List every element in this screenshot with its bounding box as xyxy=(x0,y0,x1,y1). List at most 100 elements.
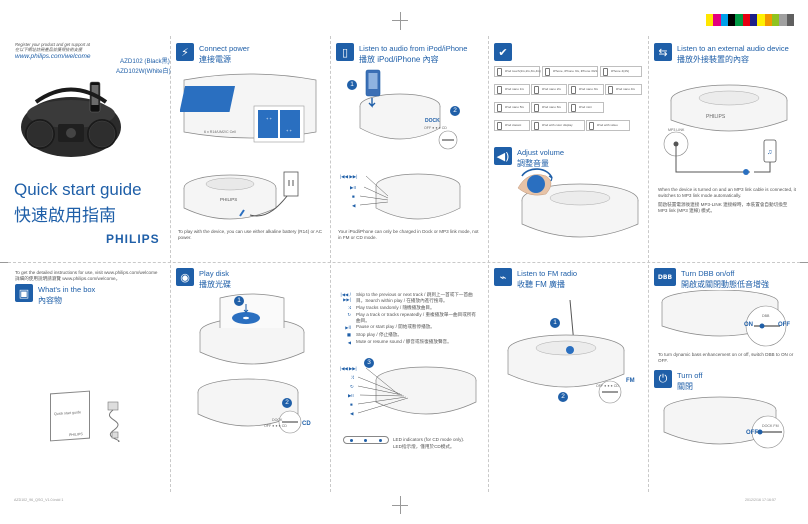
crop-mark xyxy=(400,12,401,30)
section-title-en: Turn off xyxy=(677,371,703,380)
section-title-zh: 播放 iPod/iPhone 內容 xyxy=(359,55,439,64)
section-compatible: ✔ xyxy=(494,43,512,61)
disk-controls-image: |◀◀ ▶▶| ⤨ ↻ ▶II ■ ◀ xyxy=(340,366,477,416)
compatible-model: iPod with color display xyxy=(531,120,585,131)
step-number-2: 2 xyxy=(558,392,568,402)
checkmark-icon: ✔ xyxy=(494,43,512,61)
compatible-grid: iPod touch(1G,2G,3G,4G) iPhone, iPhone 3… xyxy=(494,66,642,134)
dbb-badge: DBB xyxy=(654,268,676,286)
step-number-1: 1 xyxy=(347,80,357,90)
turn-off-label: OFF xyxy=(746,430,758,436)
section-title-zh: 收聽 FM 廣播 xyxy=(517,280,565,289)
link-icon: ⇆ xyxy=(654,43,672,61)
ipod-icon: ▯ xyxy=(336,43,354,61)
section-title-zh: 播放外接裝置的內容 xyxy=(677,55,749,64)
svg-text:■: ■ xyxy=(352,194,355,199)
compatible-model: iPod with video xyxy=(586,120,630,131)
step-number-1: 1 xyxy=(234,296,244,306)
control-row: ⤨ Play tracks randomly / 隨機播放曲目。 xyxy=(335,304,485,312)
svg-text:◀: ◀ xyxy=(350,411,354,416)
svg-text:⤨: ⤨ xyxy=(350,375,354,380)
play-pause-icon: ▶II xyxy=(345,324,351,330)
compatible-model: iPod nano 2G xyxy=(531,84,567,95)
cover-title-en: Quick start guide xyxy=(14,180,142,199)
section-in-the-box: ▣ What's in the box 內容物 xyxy=(15,284,95,306)
fold-line xyxy=(170,36,171,492)
model-white: AZD102W(White白) xyxy=(116,68,171,75)
section-adjust-volume: ◀) Adjust volume 調整音量 xyxy=(494,147,564,169)
section-title-en: Listen to FM radio xyxy=(517,269,578,278)
compatible-model: iPod touch(1G,2G,3G,4G) xyxy=(494,66,541,77)
led-note-zh: LED指示燈，僅用於CD模式。 xyxy=(393,444,455,449)
mp3-link-label: MP3 LINK xyxy=(668,128,685,132)
qsg-booklet: Quick start guide PHILIPS xyxy=(50,390,90,442)
fm-radio-image xyxy=(507,299,625,404)
svg-text:|◀◀ ▶▶|: |◀◀ ▶▶| xyxy=(340,174,357,179)
register-text-en: Register your product and get support at xyxy=(15,42,90,47)
svg-text:↻: ↻ xyxy=(350,384,354,389)
svg-text:+ +: + + xyxy=(286,128,292,133)
volume-knob-image xyxy=(517,168,639,238)
section-dbb: DBB Turn DBB on/off 開啟或關閉動態低音增強 xyxy=(654,268,769,290)
step-number-2: 2 xyxy=(450,106,460,116)
dock-label: DOCK xyxy=(272,418,283,422)
section-title-en: Listen to an external audio device xyxy=(677,44,789,53)
section-listen-ipod: ▯ Listen to audio from iPod/iPhone 播放 iP… xyxy=(336,43,467,65)
fold-line xyxy=(8,262,800,263)
box-icon: ▣ xyxy=(15,284,33,302)
section-title-zh: 播放光碟 xyxy=(199,280,231,289)
compatible-model: iPod mini xyxy=(568,102,604,113)
power-note: To play with the device, you can use eit… xyxy=(178,229,323,240)
product-image xyxy=(21,81,121,157)
external-device-image: PHILIPS ♫ xyxy=(663,84,788,175)
control-text: Play tracks randomly / 隨機播放曲目。 xyxy=(356,304,435,310)
register-text-zh: 在以下網址註冊產品並獲得技術支援 xyxy=(15,47,83,52)
footer-right: 2012/2/16 17:16:57 xyxy=(745,498,776,502)
external-note-zh: 開啟裝置電源後連接 MP3-LINK 連接線時，本裝置會自動切換至 MP3 li… xyxy=(658,202,788,213)
control-text: Play a track or tracks repeatedly / 重複播放… xyxy=(356,311,476,323)
svg-text:|◀◀ ▶▶|: |◀◀ ▶▶| xyxy=(340,366,357,371)
svg-text:▶II: ▶II xyxy=(348,393,354,398)
section-title-zh: 連接電源 xyxy=(199,55,231,64)
disc-loading-image xyxy=(199,293,305,365)
disc-icon: ◉ xyxy=(176,268,194,286)
ac-power-image: PHILIPS xyxy=(183,171,299,220)
section-title-zh: 開啟或關閉動態低音增強 xyxy=(681,280,769,289)
svg-text:♫: ♫ xyxy=(767,149,772,156)
website-link[interactable]: www.philips.com/welcome xyxy=(15,53,91,60)
mute-icon: ◀ xyxy=(347,339,351,345)
speaker-icon: ◀) xyxy=(494,147,512,165)
compatible-model: iPod nano 3G xyxy=(568,84,604,95)
section-title-zh: 關閉 xyxy=(677,382,693,391)
cd-label: CD xyxy=(302,421,311,427)
source-switch-label: OFF ● ● ● CD xyxy=(424,126,447,130)
led-indicator-strip xyxy=(343,436,389,444)
disk-controls-list: |◀◀ / ▶▶| Skip to the previous or next t… xyxy=(335,292,485,346)
dbb-switch-image xyxy=(661,290,787,347)
source-switch-label: OFF ● ● ● CD xyxy=(264,424,287,428)
crop-mark xyxy=(0,262,8,263)
section-fm-radio: ⌁ Listen to FM radio 收聽 FM 廣播 xyxy=(494,268,577,290)
control-text: Pause or start play / 開始或暫停播放。 xyxy=(356,324,435,330)
control-row: ◀ Mute or resume sound / 靜音或恢復播放聲音。 xyxy=(335,339,485,347)
dbb-off-label: OFF xyxy=(778,322,790,328)
control-row: ■ Stop play / 停止播放。 xyxy=(335,331,485,339)
step-number-3: 3 xyxy=(364,358,374,368)
cover-title-zh: 快速啟用指南 xyxy=(14,206,116,226)
battery-label: 6 x R14/UM2/C Cell xyxy=(204,130,236,134)
footer-left: AZD102_96_QSG_V1.0.indd 1 xyxy=(14,498,64,502)
radio-icon: ⌁ xyxy=(494,268,512,286)
stop-icon: ■ xyxy=(347,332,351,338)
source-switch-label: OFF ● ● ● CD xyxy=(596,384,619,388)
section-external-device: ⇆ Listen to an external audio device 播放外… xyxy=(654,43,789,65)
control-text: Skip to the previous or next track / 跳到上… xyxy=(356,292,473,303)
compatible-model: iPod nano 6G xyxy=(531,102,567,113)
model-black: AZD102 (Black黑) xyxy=(120,58,170,65)
dock-label: DOCK xyxy=(425,118,440,124)
compatible-model: iPod nano 1G xyxy=(494,84,530,95)
control-text: Stop play / 停止播放。 xyxy=(356,331,402,337)
battery-compartment-image: + + + + xyxy=(180,73,317,143)
section-title-en: Listen to audio from iPod/iPhone xyxy=(359,44,468,53)
svg-text:◀: ◀ xyxy=(352,203,356,208)
fold-line xyxy=(330,36,331,492)
